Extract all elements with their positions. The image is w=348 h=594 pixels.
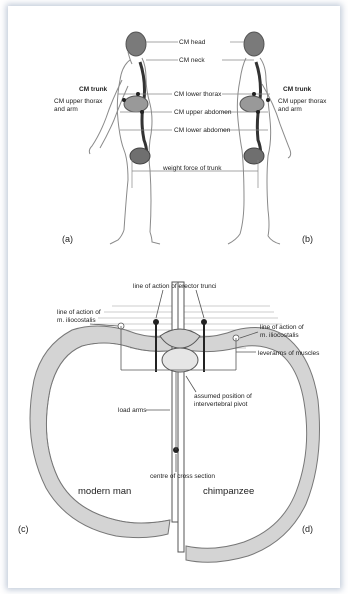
label-cm-trunk-right: CM trunk (283, 86, 312, 93)
label-load-arms: load arms (118, 407, 147, 414)
label-cm-upper-thorax-right-1: CM upper thorax (278, 98, 327, 105)
label-modern-man: modern man (78, 486, 131, 497)
label-iliocostalis-right-1: line of action of (260, 324, 304, 331)
label-erector-trunci: line of action of erector trunci (133, 283, 216, 290)
label-cm-head: CM head (179, 39, 206, 46)
label-cm-lower-thorax: CM lower thorax (174, 91, 222, 98)
label-cm-upper-thorax-right-2: and arm (278, 106, 302, 113)
label-iliocostalis-left-1: line of action of (57, 309, 101, 316)
label-pivot-1: assumed position of (194, 393, 252, 400)
label-weight-force: weight force of trunk (162, 165, 222, 172)
label-cm-lower-abdomen: CM lower abdomen (174, 127, 231, 134)
human-figure-left (89, 32, 160, 244)
label-cm-upper-thorax-left-2: and arm (54, 106, 78, 113)
label-panel-d: (d) (302, 524, 313, 534)
label-panel-b: (b) (302, 234, 313, 244)
label-leverarms: leverarms of muscles (258, 350, 320, 357)
label-panel-a: (a) (62, 234, 73, 244)
label-cm-trunk-left: CM trunk (79, 86, 108, 93)
label-cm-neck: CM neck (179, 57, 205, 64)
label-panel-c: (c) (18, 524, 29, 534)
label-pivot-2: intervertebral pivot (194, 401, 248, 408)
label-chimpanzee: chimpanzee (203, 486, 254, 497)
label-cm-upper-thorax-left-1: CM upper thorax (54, 98, 103, 105)
label-centre: centre of cross section (150, 473, 215, 480)
label-iliocostalis-left-2: m. iliocostalis (57, 317, 96, 324)
label-cm-upper-abdomen: CM upper abdomen (174, 109, 232, 116)
human-figure-right (228, 32, 291, 244)
label-iliocostalis-right-2: m. iliocostalis (260, 332, 299, 339)
